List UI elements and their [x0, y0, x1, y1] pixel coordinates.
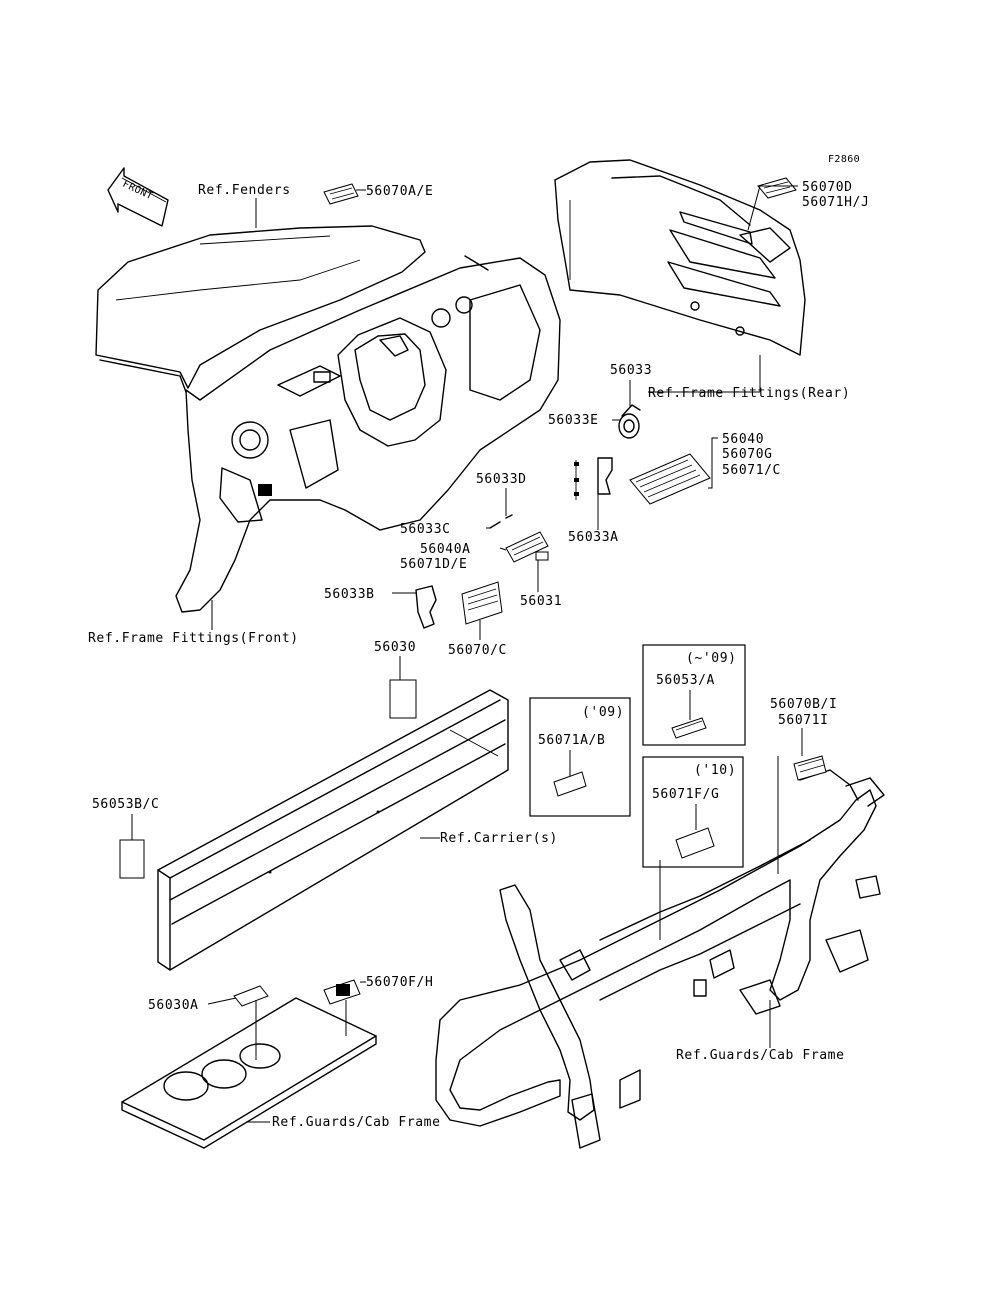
front-arrow-icon: FRONT	[107, 167, 169, 227]
part-56053BC: 56053B/C	[92, 797, 159, 812]
part-56033A: 56033A	[568, 530, 619, 545]
part-56030A: 56030A	[148, 998, 199, 1013]
label-56070BI	[793, 755, 827, 781]
label-56040A	[505, 531, 549, 563]
part-56033: 56033	[610, 363, 652, 378]
clip-56033C	[489, 514, 513, 529]
bracket-56033B	[415, 585, 437, 629]
label-56070D	[757, 177, 797, 199]
part-56070BI: 56070B/I	[770, 697, 837, 712]
part-56070AE: 56070A/E	[366, 184, 433, 199]
rear-cargo-bed	[554, 159, 806, 356]
group-10: ('10) 56071F/G	[642, 756, 744, 868]
part-56033E: 56033E	[548, 413, 599, 428]
ref-carrier: Ref.Carrier(s)	[440, 831, 558, 846]
label-56070C	[461, 581, 503, 625]
part-56071DE: 56071D/E	[400, 557, 467, 572]
part-56071I: 56071I	[778, 713, 829, 728]
part-56070FH: 56070F/H	[366, 975, 433, 990]
part-56071FG: 56071F/G	[652, 787, 719, 802]
label-56070AE	[323, 183, 359, 205]
year-tag-10: ('10)	[694, 763, 736, 778]
ref-fenders: Ref.Fenders	[198, 183, 291, 198]
part-56053A: 56053/A	[656, 673, 715, 688]
part-56071AB: 56071A/B	[538, 733, 605, 748]
year-tag-upto-09: (~'09)	[686, 651, 737, 666]
part-56070G: 56070G	[722, 447, 773, 462]
ref-frame-rear: Ref.Frame Fittings(Rear)	[648, 386, 850, 401]
ref-frame-front: Ref.Frame Fittings(Front)	[88, 631, 299, 646]
ref-guards-cab-bottom: Ref.Guards/Cab Frame	[272, 1115, 441, 1130]
bracket-56033A	[574, 457, 613, 500]
year-tag-09: ('09)	[582, 705, 624, 720]
carrier-box	[119, 679, 509, 971]
dashboard-assembly	[95, 225, 561, 613]
part-56070C: 56070/C	[448, 643, 507, 658]
part-56040A: 56040A	[420, 542, 471, 557]
figure-code: F2860	[828, 154, 860, 165]
part-56033B: 56033B	[324, 587, 375, 602]
part-56040: 56040	[722, 432, 764, 447]
group-09: ('09) 56071A/B	[529, 697, 631, 817]
group-upto-09: (~'09) 56053/A	[642, 644, 746, 746]
part-56033C: 56033C	[400, 522, 451, 537]
part-56031	[535, 551, 549, 561]
bracket-56033E	[618, 404, 641, 439]
part-56030: 56030	[374, 640, 416, 655]
floor-plate	[121, 979, 377, 1149]
part-56071HJ: 56071H/J	[802, 195, 869, 210]
part-56071C: 56071/C	[722, 463, 781, 478]
ref-guards-cab-right: Ref.Guards/Cab Frame	[676, 1048, 845, 1063]
part-56031: 56031	[520, 594, 562, 609]
front-label: FRONT	[121, 179, 155, 203]
cab-frame	[435, 769, 885, 1149]
part-56070D: 56070D	[802, 180, 853, 195]
label-plate-56040	[629, 453, 711, 505]
part-56033D: 56033D	[476, 472, 527, 487]
leader-lines	[131, 185, 803, 1123]
